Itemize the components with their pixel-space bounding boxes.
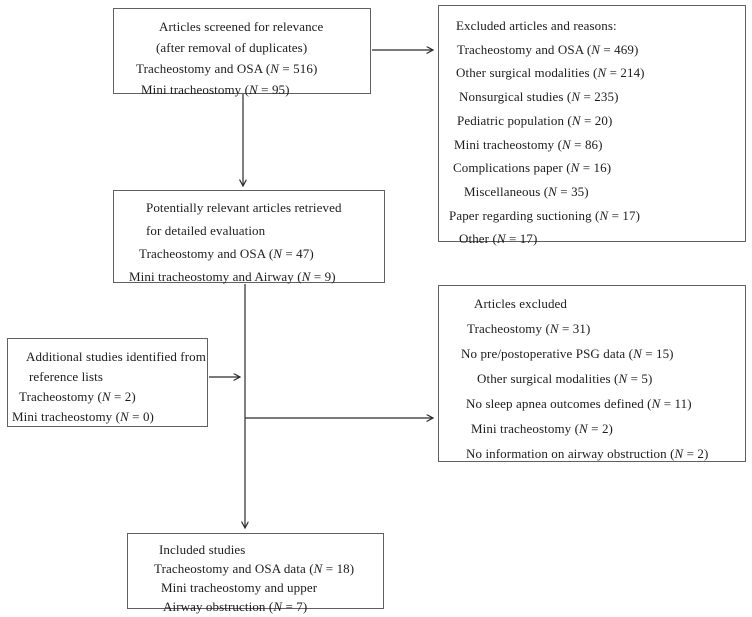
text-line: Paper regarding suctioning (N = 17) xyxy=(449,207,640,223)
text-line: (after removal of duplicates) xyxy=(156,40,308,55)
text-line: Articles screened for relevance xyxy=(159,19,324,34)
text-line: Other surgical modalities (N = 214) xyxy=(456,65,645,81)
text-line: Articles excluded xyxy=(474,296,568,311)
text-line: Included studies xyxy=(159,542,246,557)
box-excluded-articles-and-reasons: Excluded articles and reasons: Tracheost… xyxy=(438,5,746,246)
text-line: Tracheostomy and OSA (N = 47) xyxy=(139,246,314,261)
text-line: Mini tracheostomy and Airway (N = 9) xyxy=(129,269,336,284)
box-articles-screened: Articles screened for relevance (after r… xyxy=(113,8,371,97)
text-line: Other (N = 17) xyxy=(459,231,538,247)
text-line: Other surgical modalities (N = 5) xyxy=(477,371,653,386)
box-additional-studies: Additional studies identified from refer… xyxy=(7,338,208,427)
box-included-studies: Included studies Tracheostomy and OSA da… xyxy=(127,533,384,614)
text-line: Mini tracheostomy (N = 95) xyxy=(141,82,290,97)
text-line: No information on airway obstruction (N … xyxy=(466,446,709,461)
text-line: Mini tracheostomy and upper xyxy=(161,580,318,595)
text-line: for detailed evaluation xyxy=(146,223,266,238)
text-line: Tracheostomy (N = 31) xyxy=(467,321,591,336)
text-line: Nonsurgical studies (N = 235) xyxy=(459,89,619,105)
text-line: Potentially relevant articles retrieved xyxy=(146,200,342,215)
text-line: reference lists xyxy=(29,369,104,384)
text-line: Tracheostomy and OSA (N = 469) xyxy=(457,41,639,57)
text-line: Additional studies identified from xyxy=(26,349,206,364)
text-line: Mini tracheostomy (N = 2) xyxy=(471,421,613,436)
box-articles-excluded: Articles excluded Tracheostomy (N = 31) … xyxy=(438,285,746,462)
box-potentially-relevant-articles: Potentially relevant articles retrieved … xyxy=(113,190,385,284)
text-line: Complications paper (N = 16) xyxy=(453,160,612,176)
text-line: No sleep apnea outcomes defined (N = 11) xyxy=(466,396,692,411)
text-line: Airway obstruction (N = 7) xyxy=(163,599,308,614)
text-line: Tracheostomy and OSA data (N = 18) xyxy=(154,561,355,576)
text-line: Mini tracheostomy (N = 86) xyxy=(454,136,603,152)
text-line: No pre/postoperative PSG data (N = 15) xyxy=(461,346,674,361)
text-line: Mini tracheostomy (N = 0) xyxy=(12,409,154,424)
text-line: Miscellaneous (N = 35) xyxy=(464,183,589,199)
text-line: Excluded articles and reasons: xyxy=(456,18,617,33)
text-line: Tracheostomy and OSA (N = 516) xyxy=(136,61,318,76)
text-line: Tracheostomy (N = 2) xyxy=(19,389,136,404)
text-line: Pediatric population (N = 20) xyxy=(457,112,613,128)
